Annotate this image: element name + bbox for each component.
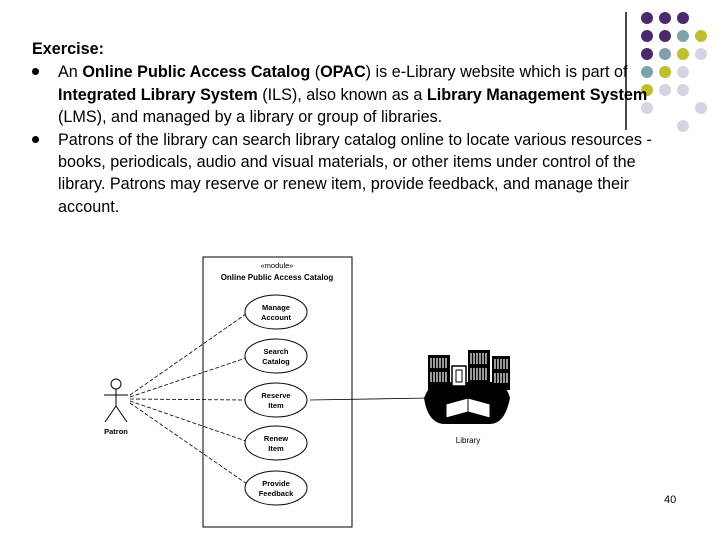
decorative-dot <box>695 102 707 114</box>
bullet-text-segment: (ILS), also known as a <box>257 85 427 104</box>
svg-text:Manage: Manage <box>262 303 290 312</box>
decorative-dot <box>659 48 671 60</box>
use-case-provide-feedback: Provide Feedback <box>244 470 308 506</box>
decorative-divider-line <box>625 12 627 130</box>
bullet-text-segment: OPAC <box>320 63 366 82</box>
decorative-dot <box>677 84 689 96</box>
svg-text:Search: Search <box>263 347 288 356</box>
decorative-dot <box>641 48 653 60</box>
decorative-dot <box>641 84 653 96</box>
decorative-dot <box>677 30 689 42</box>
use-case-manage-account: Manage Account <box>244 294 308 330</box>
use-case-renew-item: Renew Item <box>244 425 308 461</box>
library-label: Library <box>456 436 480 445</box>
association-line <box>129 400 247 442</box>
svg-text:Account: Account <box>261 313 292 322</box>
bullet-text-segment: Integrated Library System <box>58 85 258 104</box>
svg-text:Feedback: Feedback <box>259 489 294 498</box>
bullet-text-segment: Online Public Access Catalog <box>82 63 311 82</box>
svg-text:Item: Item <box>268 444 284 453</box>
system-name: Online Public Access Catalog <box>221 273 334 282</box>
decorative-dot <box>659 66 671 78</box>
bullet-text: Patrons of the library can search librar… <box>58 131 652 216</box>
actor-patron-icon <box>104 378 128 423</box>
decorative-dot <box>641 66 653 78</box>
bullet-text-segment: ( <box>310 63 321 82</box>
bullet-text-segment: ) is e-Library website which is part of <box>365 63 628 82</box>
bullet-item: Patrons of the library can search librar… <box>32 129 672 219</box>
system-stereotype: «module» <box>261 261 294 270</box>
bullet-text-segment: An <box>58 63 83 82</box>
bullet-text-segment: (LMS), and managed by a library or group… <box>58 108 443 127</box>
bullet-item: An Online Public Access Catalog (OPAC) i… <box>32 61 672 128</box>
bullet-text-segment: Library Management System <box>426 85 648 104</box>
decorative-dot <box>641 30 653 42</box>
decorative-dot <box>641 102 653 114</box>
svg-text:Provide: Provide <box>262 479 290 488</box>
library-building-icon <box>424 350 510 424</box>
decorative-dot <box>659 30 671 42</box>
bullet-icon <box>32 68 39 76</box>
svg-text:Reserve: Reserve <box>261 391 290 400</box>
page-number: 40 <box>664 494 677 506</box>
decorative-dot <box>677 12 689 24</box>
decorative-dot <box>695 30 707 42</box>
svg-text:Renew: Renew <box>264 434 288 443</box>
association-line <box>129 313 247 396</box>
decorative-dot-grid <box>641 12 707 132</box>
actor-label: Patron <box>104 427 128 436</box>
association-line <box>129 357 247 398</box>
slide-heading: Exercise: <box>32 40 104 58</box>
library-association-line <box>309 397 431 401</box>
decorative-dot <box>677 120 689 132</box>
association-lines <box>129 313 248 485</box>
bullet-text: An Online Public Access Catalog (OPAC) i… <box>58 63 647 126</box>
decorative-dot <box>659 84 671 96</box>
decorative-dot <box>677 48 689 60</box>
decorative-dot <box>695 48 707 60</box>
use-case-reserve-item: Reserve Item <box>244 382 308 418</box>
use-case-search-catalog: Search Catalog <box>244 338 308 374</box>
bullet-text-segment: Patrons of the library can search librar… <box>58 130 652 216</box>
svg-text:Item: Item <box>268 401 284 410</box>
slide-body: Exercise: An Online Public Access Catalo… <box>32 38 672 218</box>
decorative-dot <box>659 12 671 24</box>
svg-text:Catalog: Catalog <box>262 357 290 366</box>
decorative-dot <box>677 66 689 78</box>
bullet-icon <box>32 135 39 143</box>
association-line <box>129 398 246 401</box>
decorative-dot <box>641 12 653 24</box>
